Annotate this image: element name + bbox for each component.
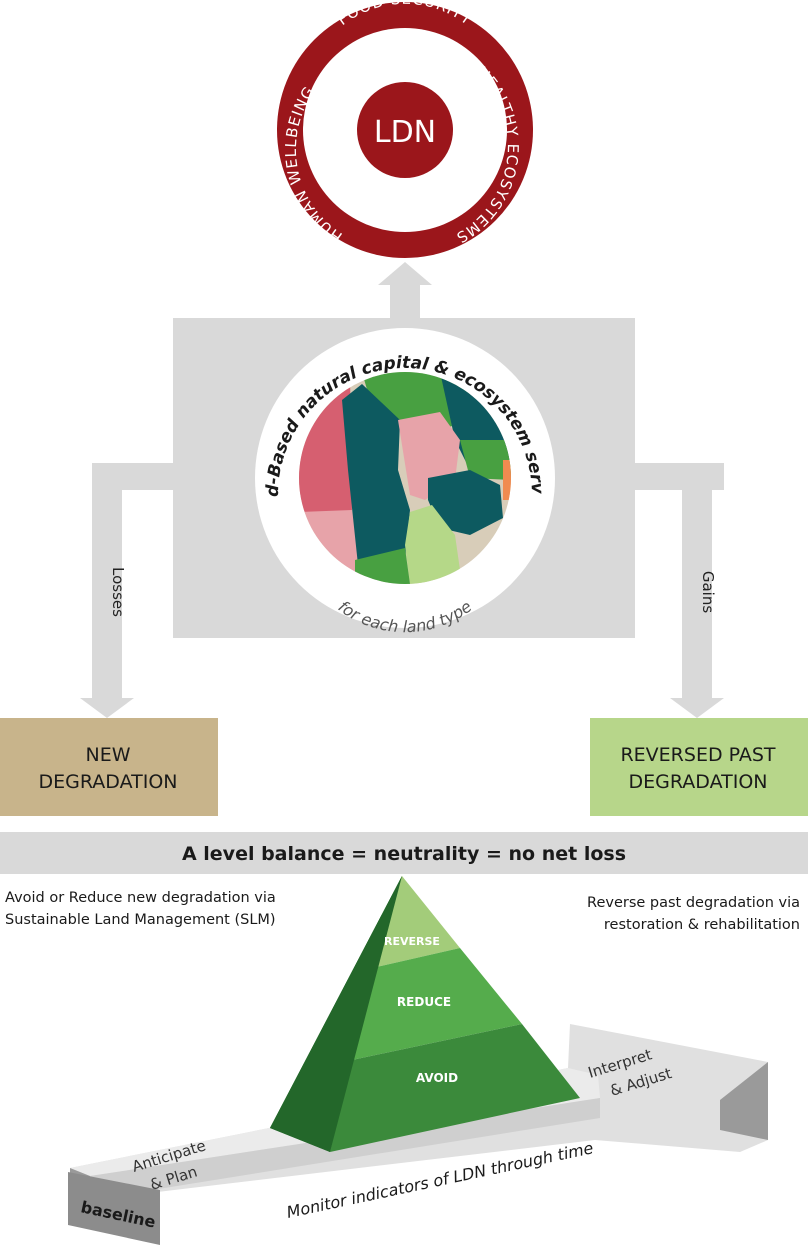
pyramid-reduce-tier <box>352 948 522 1060</box>
baseline-block <box>68 1172 160 1245</box>
ldn-center-label: LDN <box>374 115 436 150</box>
note-right-line-2: restoration & rehabilitation <box>604 917 800 933</box>
up-arrow <box>378 262 432 318</box>
note-left-line-1: Avoid or Reduce new degradation via <box>5 890 276 906</box>
pyramid-reduce-label: REDUCE <box>397 995 451 1009</box>
ldn-target: LDN FOOD SECURITY HEALTHY ECOSYSTEMS HUM… <box>277 0 533 258</box>
new-degradation-line-2: DEGRADATION <box>39 771 178 793</box>
balance-bar <box>0 832 808 874</box>
pyramid-reverse-tier <box>372 876 460 968</box>
gains-label: Gains <box>699 571 717 613</box>
reversed-degradation-line-2: DEGRADATION <box>629 771 768 793</box>
pyramid: REVERSE REDUCE AVOID <box>270 876 580 1152</box>
gains-flow: Gains <box>634 463 724 718</box>
land-type-map <box>299 372 511 584</box>
ldn-center <box>357 82 453 178</box>
note-left-line-2: Sustainable Land Management (SLM) <box>5 912 276 928</box>
losses-flow: Losses <box>80 463 174 718</box>
gains-arrow-head <box>670 698 724 718</box>
pyramid-avoid-label: AVOID <box>416 1071 458 1085</box>
balance-bar-text: A level balance = neutrality = no net lo… <box>182 843 626 865</box>
losses-label: Losses <box>109 567 127 617</box>
new-degradation-box: NEW DEGRADATION <box>0 718 218 816</box>
new-degradation-line-1: NEW <box>85 744 130 766</box>
note-right-line-1: Reverse past degradation via <box>587 895 800 911</box>
losses-arrow-head <box>80 698 134 718</box>
reversed-degradation-box: REVERSED PAST DEGRADATION <box>590 718 808 816</box>
reversed-degradation-line-1: REVERSED PAST <box>620 744 775 766</box>
pyramid-avoid-tier <box>330 1024 580 1152</box>
pyramid-reverse-label: REVERSE <box>384 935 440 948</box>
